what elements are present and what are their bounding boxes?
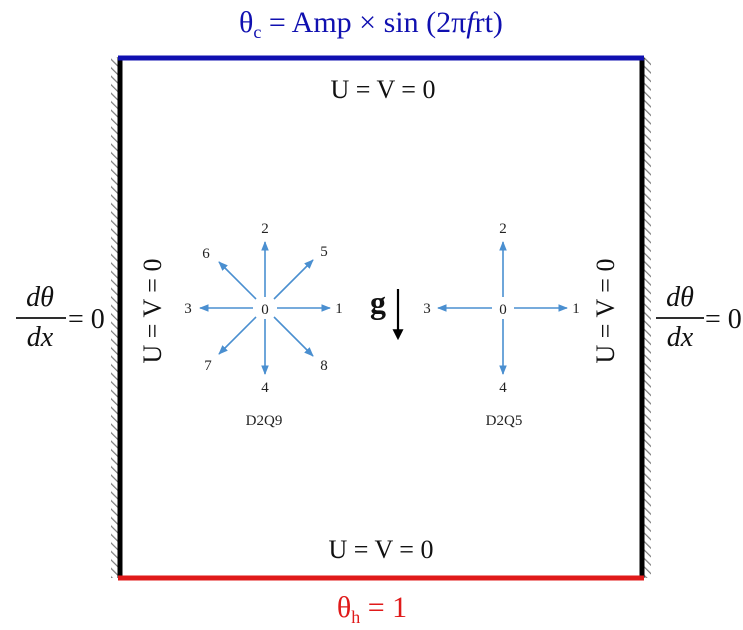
right-bc-rhs: = 0 <box>705 304 742 335</box>
top-velocity-condition: U = V = 0 <box>331 75 436 104</box>
d2q9-lattice <box>199 241 331 375</box>
d2q9-label-7: 7 <box>204 358 212 374</box>
d2q5-label-4: 4 <box>499 380 507 396</box>
d2q5-label-3: 3 <box>423 301 431 317</box>
left-bc-denominator: dx <box>27 322 54 353</box>
bottom-boundary-temperature: θh = 1 <box>337 591 407 627</box>
left-adiabatic-condition: dθ dx = 0 <box>16 282 105 353</box>
d2q9-center-label: 0 <box>261 302 269 318</box>
right-bc-numerator: dθ <box>666 282 694 313</box>
d2q5-lattice <box>437 241 568 375</box>
left-bc-numerator: dθ <box>26 282 54 313</box>
d2q9-arrow-6 <box>218 261 257 300</box>
d2q9-label-3: 3 <box>184 301 192 317</box>
top-boundary-temperature: θc = Amp × sin (2πfrt) <box>239 6 503 42</box>
d2q9-arrow-7 <box>218 316 257 355</box>
d2q9-label-6: 6 <box>202 246 210 262</box>
d2q9-name: D2Q9 <box>246 413 283 429</box>
d2q9-arrow-8 <box>273 316 314 357</box>
d2q9-label-2: 2 <box>261 221 269 237</box>
d2q5-name: D2Q5 <box>486 413 523 429</box>
right-velocity-condition: U = V = 0 <box>591 259 620 364</box>
d2q9-label-8: 8 <box>320 358 328 374</box>
bottom-velocity-condition: U = V = 0 <box>329 535 434 564</box>
d2q5-labels: 0 1 2 3 4 D2Q5 <box>423 221 580 429</box>
d2q5-label-1: 1 <box>572 301 580 317</box>
left-velocity-condition: U = V = 0 <box>138 259 167 364</box>
left-bc-rhs: = 0 <box>68 304 105 335</box>
d2q5-label-2: 2 <box>499 221 507 237</box>
d2q9-label-4: 4 <box>261 380 269 396</box>
d2q9-label-1: 1 <box>335 301 343 317</box>
d2q9-arrow-5 <box>273 259 314 300</box>
d2q5-center-label: 0 <box>499 302 507 318</box>
gravity-indicator: g <box>370 284 404 341</box>
right-adiabatic-condition: dθ dx = 0 <box>656 282 742 353</box>
d2q9-label-5: 5 <box>320 244 328 260</box>
right-bc-denominator: dx <box>667 322 694 353</box>
d2q9-labels: 0 1 2 3 4 5 6 7 8 D2Q9 <box>184 221 343 429</box>
gravity-symbol: g <box>370 284 386 320</box>
right-wall-hatch <box>642 57 651 578</box>
left-wall-hatch <box>111 57 120 578</box>
